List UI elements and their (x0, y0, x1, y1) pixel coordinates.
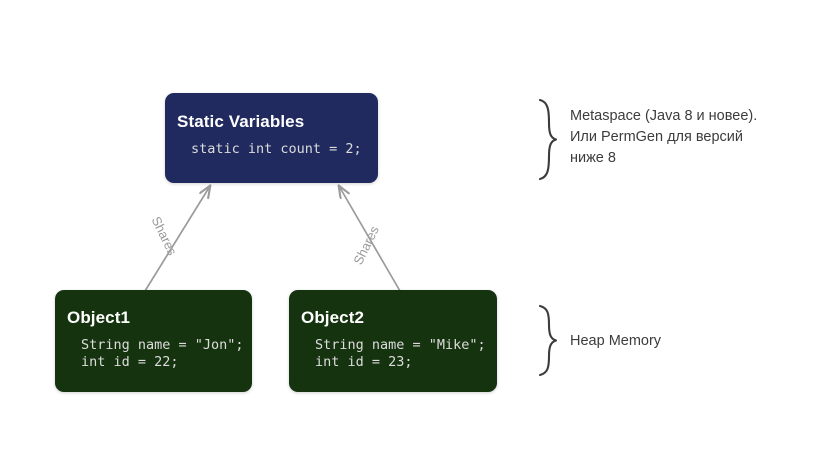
metaspace-brace-icon (538, 98, 558, 181)
object1-code: String name = "Jon"; int id = 22; (81, 337, 244, 370)
static-variables-node[interactable]: Static Variables static int count = 2; (165, 93, 378, 183)
edge-label-shares-right: Shares (350, 223, 382, 268)
edge-object1-to-static (144, 186, 210, 292)
heap-brace-icon (538, 304, 558, 377)
object2-title: Object2 (301, 308, 365, 327)
object1-node[interactable]: Object1 String name = "Jon"; int id = 22… (55, 290, 252, 392)
object1-title: Object1 (67, 308, 131, 327)
static-variables-code: static int count = 2; (191, 141, 362, 157)
metaspace-annotation-label: Metaspace (Java 8 и новее). Или PermGen … (570, 108, 758, 166)
static-variables-title: Static Variables (177, 112, 305, 131)
object2-code: String name = "Mike"; int id = 23; (315, 337, 486, 370)
heap-annotation-label: Heap Memory (570, 333, 662, 349)
object2-node[interactable]: Object2 String name = "Mike"; int id = 2… (289, 290, 497, 392)
edge-label-shares-left: Shares (148, 214, 181, 258)
